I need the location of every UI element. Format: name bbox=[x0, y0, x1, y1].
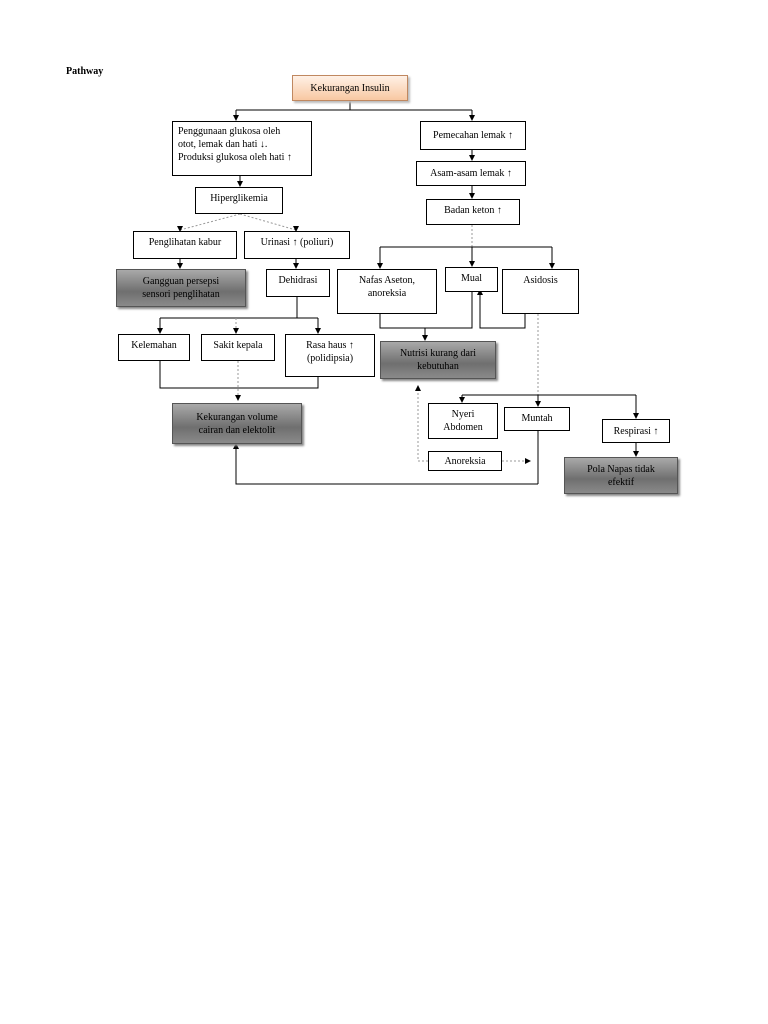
node-kelemahan: Kelemahan bbox=[118, 334, 190, 361]
node-rasa-haus: Rasa haus ↑ (polidipsia) bbox=[285, 334, 375, 377]
node-dehidrasi: Dehidrasi bbox=[266, 269, 330, 297]
node-pola-napas: Pola Napas tidak efektif bbox=[564, 457, 678, 494]
node-badan-keton: Badan keton ↑ bbox=[426, 199, 520, 225]
node-asam-lemak: Asam-asam lemak ↑ bbox=[416, 161, 526, 186]
node-penglihatan-kabur: Penglihatan kabur bbox=[133, 231, 237, 259]
node-mual: Mual bbox=[445, 267, 498, 292]
node-pemecahan-lemak: Pemecahan lemak ↑ bbox=[420, 121, 526, 150]
node-nafas-aseton: Nafas Aseton, anoreksia bbox=[337, 269, 437, 314]
node-kekurangan-volume: Kekurangan volume cairan dan elektolit bbox=[172, 403, 302, 444]
node-muntah: Muntah bbox=[504, 407, 570, 431]
node-penggunaan-glukosa: Penggunaan glukosa oleh otot, lemak dan … bbox=[172, 121, 312, 176]
node-respirasi: Respirasi ↑ bbox=[602, 419, 670, 443]
page-title: Pathway bbox=[66, 66, 104, 77]
node-urinasi: Urinasi ↑ (poliuri) bbox=[244, 231, 350, 259]
node-gangguan-persepsi: Gangguan persepsi sensori penglihatan bbox=[116, 269, 246, 307]
node-anoreksia: Anoreksia bbox=[428, 451, 502, 471]
node-asidosis: Asidosis bbox=[502, 269, 579, 314]
node-nutrisi-kurang: Nutrisi kurang dari kebutuhan bbox=[380, 341, 496, 379]
node-kekurangan-insulin: Kekurangan Insulin bbox=[292, 75, 408, 101]
node-hiperglikemia: Hiperglikemia bbox=[195, 187, 283, 214]
node-sakit-kepala: Sakit kepala bbox=[201, 334, 275, 361]
node-nyeri-abdomen: Nyeri Abdomen bbox=[428, 403, 498, 439]
